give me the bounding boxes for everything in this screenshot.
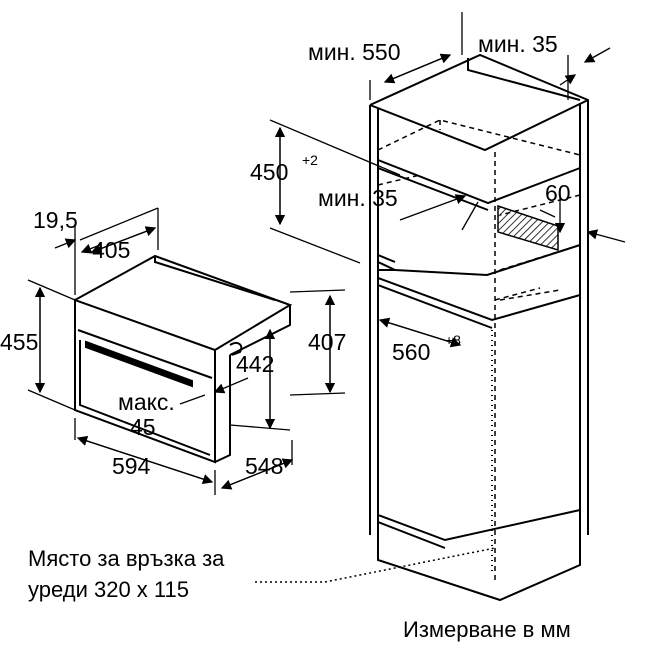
note-connection-line1: Място за връзка за: [28, 546, 225, 571]
dim-appliance-19-5: 19,5: [33, 207, 78, 233]
cabinet-top-back: [467, 58, 581, 101]
dim-appliance-548: 548: [245, 453, 283, 479]
cabinet-bottom-shelf: [377, 509, 581, 549]
dim-niche-width-tol: +8: [445, 332, 461, 348]
appliance-top: [74, 254, 293, 351]
dim-vent-60: 60: [545, 180, 571, 206]
appliance-cable-hook: [229, 342, 243, 356]
dim-appliance-455: 455: [0, 329, 38, 355]
dim-cabinet-min-depth: мин. 550: [308, 39, 401, 65]
cabinet-top-front-edge: [369, 99, 589, 152]
note-units: Измерване в мм: [403, 617, 571, 642]
dim-appliance-405: 405: [92, 237, 130, 263]
cabinet-middle-shelf: [377, 277, 581, 329]
dim-appliance-442: 442: [236, 351, 274, 377]
dim-appliance-max-label: макс.: [118, 389, 175, 415]
dimension-lines: [27, 12, 626, 495]
dim-niche-height-tol: +2: [302, 152, 318, 168]
appliance-door-inner: [79, 340, 211, 456]
dim-appliance-407: 407: [308, 329, 346, 355]
dim-vent-min: мин. 35: [318, 185, 398, 211]
tall-cabinet: [369, 53, 589, 602]
appliance-back-top: [154, 256, 276, 301]
cabinet-upper-shelf: [377, 159, 581, 211]
dim-niche-height: 450: [250, 159, 288, 185]
cabinet-hidden-lines: [377, 119, 581, 580]
ventilation-hatch: [497, 204, 559, 252]
note-connection-line2: уреди 320 x 115: [28, 577, 189, 602]
appliance-handle: [85, 340, 193, 388]
dim-cabinet-min-gap: мин. 35: [478, 31, 558, 57]
appliance: [74, 254, 293, 464]
dim-appliance-594: 594: [112, 453, 151, 479]
cabinet-front-outline: [369, 53, 589, 535]
cabinet-niche-floor: [377, 244, 581, 277]
appliance-right-side: [214, 305, 291, 463]
dim-appliance-max-value: 45: [130, 414, 156, 440]
cabinet-plinth: [377, 530, 581, 602]
connection-pointer-line: [255, 547, 496, 583]
appliance-door-line: [77, 329, 213, 379]
dim-niche-width: 560: [392, 339, 430, 365]
